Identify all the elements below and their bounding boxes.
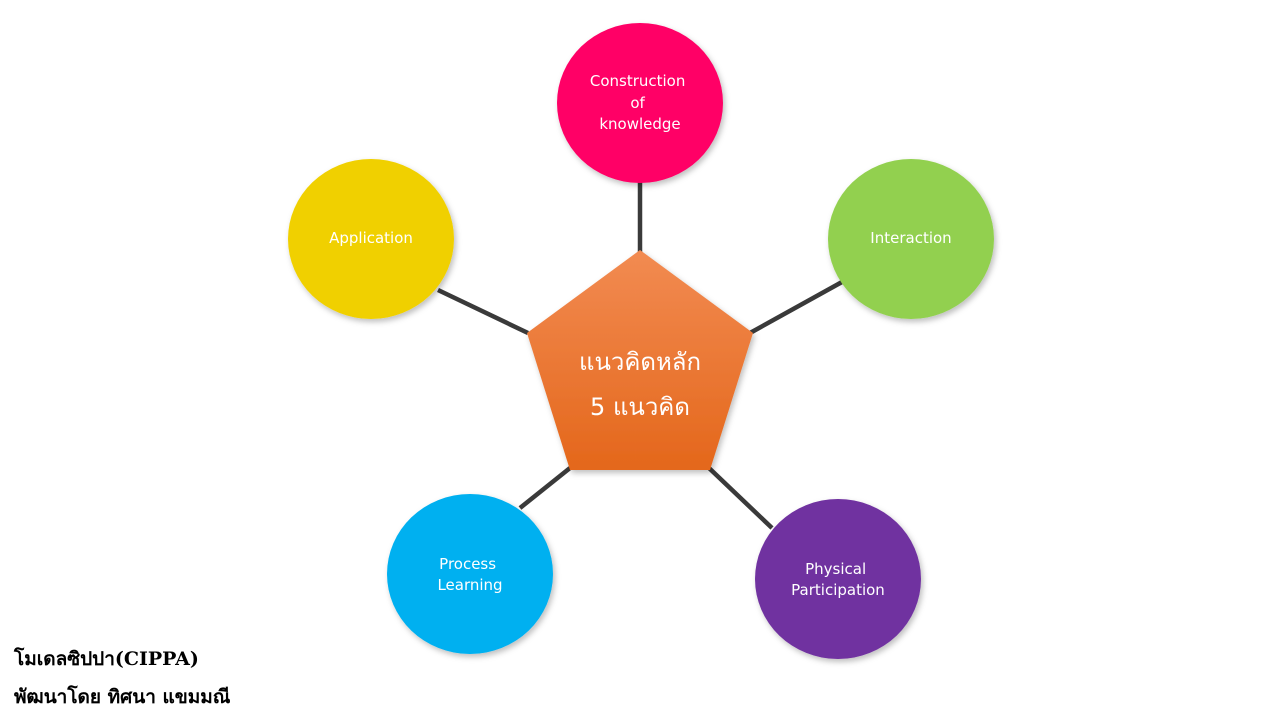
node-circle-construction — [557, 23, 723, 183]
node-label-physical-participation: Physical Participation — [791, 560, 885, 599]
node-process-learning: Process Learning — [387, 494, 553, 654]
center-text-line-1: แนวคิดหลัก — [579, 348, 701, 376]
footer-title: โมเดลซิปปา(CIPPA) — [14, 648, 199, 670]
node-circle-physical-participation — [755, 499, 921, 659]
connector-physical-participation — [707, 466, 774, 530]
connector-interaction — [748, 280, 844, 335]
node-circle-interaction — [828, 159, 994, 319]
center-pentagon — [527, 250, 753, 470]
node-application: Application — [288, 159, 454, 319]
connector-lines — [437, 182, 844, 530]
node-circle-application — [288, 159, 454, 319]
footer-author: พัฒนาโดย ทิศนา แขมมณี — [14, 686, 231, 708]
node-label-construction: Construction of knowledge — [590, 72, 690, 133]
node-label-interaction: Interaction — [870, 229, 951, 247]
node-label-application: Application — [329, 229, 413, 247]
node-circle-process-learning — [387, 494, 553, 654]
node-label-process-learning: Process Learning — [437, 555, 502, 594]
node-physical-participation: Physical Participation — [755, 499, 921, 659]
footer-credits: โมเดลซิปปา(CIPPA) พัฒนาโดย ทิศนา แขมมณี — [14, 640, 230, 716]
connector-application — [437, 287, 529, 336]
node-interaction: Interaction — [828, 159, 994, 319]
center-concept: แนวคิดหลัก 5 แนวคิด — [527, 250, 753, 470]
center-text-line-2: 5 แนวคิด — [590, 393, 690, 421]
node-construction: Construction of knowledge — [557, 23, 723, 183]
connector-process-learning — [518, 466, 572, 510]
